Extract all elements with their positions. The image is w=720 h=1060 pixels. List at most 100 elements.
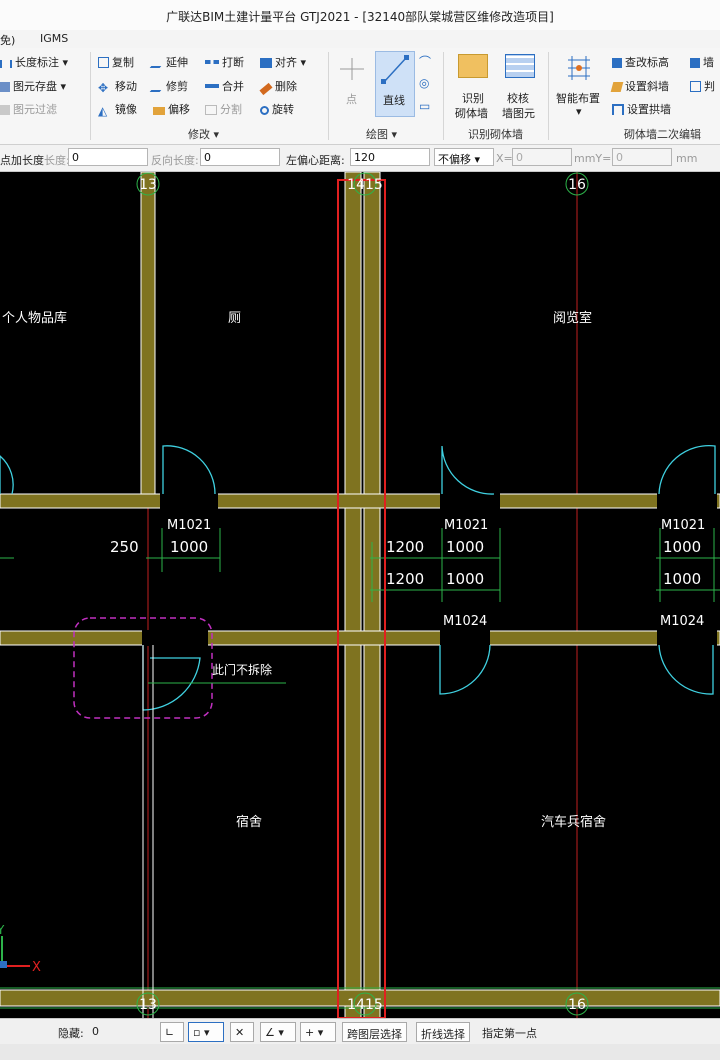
extend-label: 点加长度 [0,154,44,167]
axis-label-bottom[interactable]: 16 [568,997,586,1013]
eraser-icon [259,82,273,96]
set-slope-wall-button[interactable]: 设置斜墙 [610,78,669,94]
judge-button[interactable]: 判 [690,78,715,94]
dimension-text: 1000 [663,538,701,556]
smart-layout-icon[interactable] [564,54,594,82]
ribbon-separator [90,52,91,140]
hidden-count-value: 0 [92,1025,99,1038]
check-elevation-button[interactable]: 查改标高 [612,54,669,70]
offset-mode-select[interactable]: 不偏移 ▾ [434,148,494,166]
smart-layout-dropdown[interactable]: ▾ [576,105,582,118]
offset-label: 左偏心距离: [286,154,345,167]
ucs-x-label: X [32,960,41,975]
offset-icon [153,107,165,115]
merge-icon [205,84,219,88]
dimension-text: 1000 [170,538,208,556]
ribbon-separator [548,52,549,140]
menu-item-partial[interactable]: 免) [0,34,16,47]
extend-button[interactable]: 延伸 [149,54,188,70]
reverse-length-input[interactable]: 0 [200,148,280,166]
axis-bubbles [136,172,589,1016]
dimension-icon [0,60,12,68]
dimension-toggle-icon[interactable]: + ▾ [300,1022,336,1042]
circle-icon[interactable]: ◎ [419,76,430,90]
offset-input[interactable]: 120 [350,148,430,166]
door-openings [142,493,717,646]
axis-label-top[interactable]: 1415 [347,177,383,193]
y-input[interactable]: 0 [612,148,672,166]
polyline-select-button[interactable]: 折线选择 [416,1022,470,1042]
copy-icon [98,57,109,68]
door-label: M1021 [167,518,211,533]
menu-bar: 免) IGMS [0,30,720,48]
snap-icon[interactable]: ▫ ▾ [188,1022,224,1042]
arch-wall-icon [612,104,624,115]
copy-button[interactable]: 复制 [98,54,134,70]
delete-button[interactable]: 删除 [259,78,297,96]
move-icon: ✥ [98,81,109,95]
dimension-text: 1000 [663,570,701,588]
point-tool-icon[interactable] [338,56,366,82]
door-symbols[interactable] [0,444,716,711]
offset-button[interactable]: 偏移 [153,101,190,117]
filter-icon [0,105,10,115]
set-arch-wall-button[interactable]: 设置拱墙 [612,101,671,117]
recognize-wall-icon[interactable] [458,54,488,78]
recognize-wall-label-2[interactable]: 砌体墙 [455,107,488,120]
walls[interactable] [0,172,720,1018]
cross-layer-select-button[interactable]: 跨图层选择 [342,1022,407,1042]
point-tool-label[interactable]: 点 [346,93,357,106]
rotate-button[interactable]: 旋转 [260,101,294,117]
door-frame-lines [142,645,154,1018]
menu-item-igms[interactable]: IGMS [40,32,69,45]
save-element-button[interactable]: 图元存盘 ▾ [0,78,66,94]
wall-extra-button[interactable]: 墙 [690,54,714,70]
axis-label-top[interactable]: 13 [139,177,157,193]
door-label: M1024 [660,614,704,629]
room-label: 宿舍 [236,814,262,830]
x-input[interactable]: 0 [512,148,572,166]
align-icon [260,58,272,68]
align-button[interactable]: 对齐 ▾ [260,54,306,70]
recognize-group-label: 识别砌体墙 [468,128,523,141]
recognize-wall-label-1[interactable]: 识别 [462,92,484,105]
mirror-button[interactable]: ◭镜像 [98,103,137,118]
rectangle-icon[interactable]: ▭ [419,99,431,113]
move-button[interactable]: ✥移动 [98,80,137,95]
line-tool-button[interactable]: 直线 [375,51,415,117]
trim-button[interactable]: 修剪 [149,78,188,94]
smart-layout-label[interactable]: 智能布置 [556,92,600,105]
cross-icon[interactable]: ✕ [230,1022,254,1042]
check-wall-icon[interactable] [505,54,535,78]
room-label: 阅览室 [553,310,592,326]
arc-icon[interactable]: ⌒ [419,55,432,69]
check-wall-label-1[interactable]: 校核 [507,92,529,105]
axis-label-top[interactable]: 16 [568,177,586,193]
axis-label-bottom[interactable]: 1415 [347,997,383,1013]
angle-icon[interactable]: ∠ ▾ [260,1022,296,1042]
dimension-lines [0,528,720,602]
y-label: mmY= [574,152,612,165]
dimension-button[interactable]: 长度标注 ▾ [0,54,68,70]
rotate-icon [260,106,269,115]
draw-group-label[interactable]: 绘图 ▾ [366,128,398,141]
split-button[interactable]: 分割 [205,101,242,117]
slope-wall-icon [610,82,624,92]
merge-button[interactable]: 合并 [205,78,244,94]
wall-extra-icon [690,58,700,68]
bottom-edge [0,1044,720,1060]
axis-label-bottom[interactable]: 13 [139,997,157,1013]
check-wall-label-2[interactable]: 墙图元 [502,107,535,120]
check-elevation-icon [612,58,622,68]
modify-group-label[interactable]: 修改 ▾ [188,128,220,141]
element-filter-button[interactable]: 图元过滤 [0,101,57,117]
dimension-text: 1200 [386,570,424,588]
length-input[interactable]: 0 [68,148,148,166]
ortho-icon[interactable]: ∟ [160,1022,184,1042]
drawing-canvas[interactable]: 13 1415 16 13 1415 16 个人物品库 厕 阅览室 宿舍 汽车兵… [0,172,720,1018]
judge-icon [690,81,701,92]
line-icon [381,55,409,84]
break-button[interactable]: 打断 [205,54,244,70]
selection-highlight[interactable] [337,179,386,1018]
revision-cloud[interactable] [73,617,213,719]
